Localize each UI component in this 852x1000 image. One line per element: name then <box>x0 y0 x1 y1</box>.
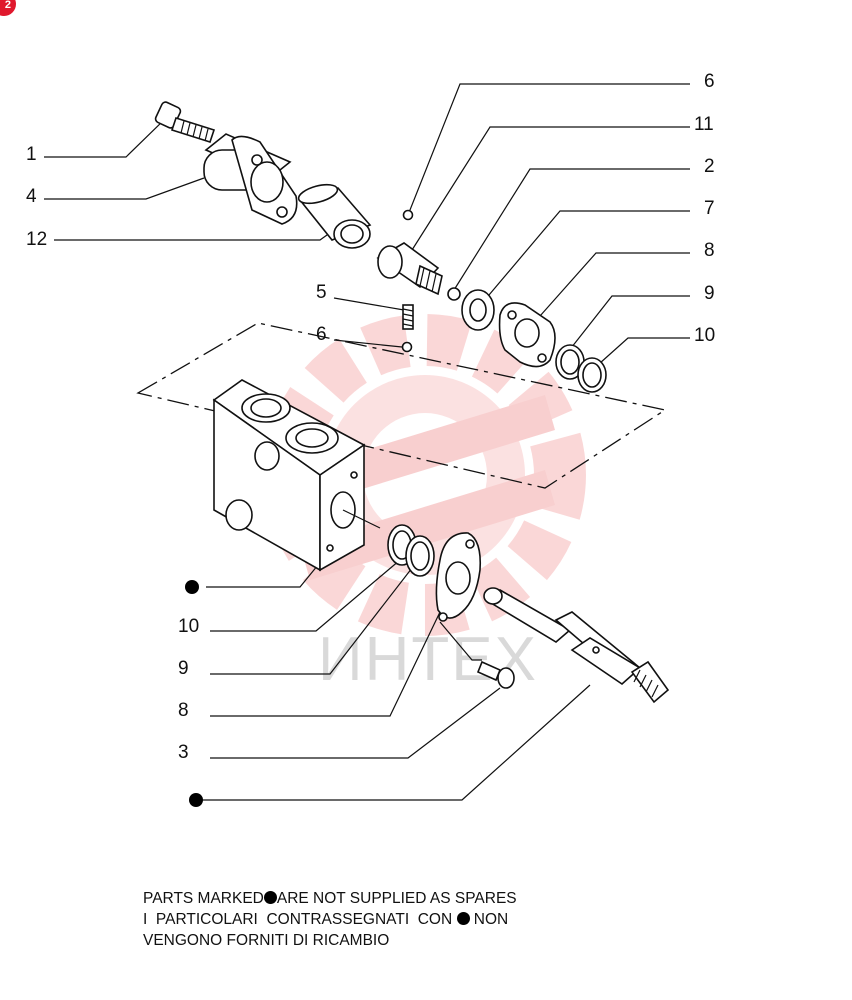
part-12-sleeve <box>297 183 372 249</box>
callout-11: 11 <box>694 114 714 135</box>
page-badge-text: 2 <box>4 0 11 11</box>
bullet-dot-icon <box>263 891 277 904</box>
spares-note-line-3: VENGONO FORNITI DI RICAMBIO <box>143 932 390 949</box>
page-badge: 2 <box>0 0 16 16</box>
callout-9-upper: 9 <box>704 283 715 304</box>
callout-6-upper: 6 <box>704 71 715 92</box>
callout-10-lower: 10 <box>178 616 199 637</box>
spares-note-line-2: I PARTICOLARI CONTRASSEGNATI CON NON <box>143 909 517 930</box>
assembly-outline <box>136 322 667 489</box>
part-2-o-ring <box>447 287 461 301</box>
note-line2-before: I PARTICOLARI CONTRASSEGNATI CON <box>143 911 457 928</box>
callout-12: 12 <box>26 229 47 250</box>
note-line1-before: PARTS MARKED <box>143 890 264 907</box>
part-6-ball-lower <box>401 341 413 353</box>
spool-shaft <box>483 587 670 704</box>
valve-body <box>212 379 366 572</box>
axis-line <box>342 509 381 529</box>
part-1-bolt <box>154 101 216 143</box>
part-9-ring-upper <box>555 344 585 380</box>
part-6-ball-upper <box>402 209 414 221</box>
part-8-gasket-upper <box>498 302 556 368</box>
not-supplied-marker-body <box>185 580 199 594</box>
callout-8-upper: 8 <box>704 240 715 261</box>
note-line2-after: NON <box>469 911 509 928</box>
part-5-spring <box>402 304 414 330</box>
part-4-flange-housing <box>203 133 298 225</box>
callout-2: 2 <box>704 156 715 177</box>
callout-6-lower: 6 <box>316 324 327 345</box>
callout-1: 1 <box>26 144 37 165</box>
bullet-dot-icon <box>456 912 470 925</box>
callout-4: 4 <box>26 186 37 207</box>
part-9-ring-lower <box>405 535 435 577</box>
part-8-gasket-lower <box>435 532 482 622</box>
callout-3: 3 <box>178 742 189 763</box>
spares-note: PARTS MARKED ARE NOT SUPPLIED AS SPARES I… <box>143 888 517 951</box>
callout-8-lower: 8 <box>178 700 189 721</box>
not-supplied-marker-shaft <box>189 793 203 807</box>
spares-note-line-1: PARTS MARKED ARE NOT SUPPLIED AS SPARES <box>143 888 517 909</box>
part-7-bushing <box>461 289 495 331</box>
callout-5: 5 <box>316 282 327 303</box>
callout-9-lower: 9 <box>178 658 189 679</box>
note-line1-after: ARE NOT SUPPLIED AS SPARES <box>276 890 517 907</box>
callout-7: 7 <box>704 198 715 219</box>
part-3-screw <box>476 660 515 689</box>
part-10-ring-upper <box>577 357 607 393</box>
callout-10-upper: 10 <box>694 325 715 346</box>
part-11-pin <box>376 242 443 296</box>
